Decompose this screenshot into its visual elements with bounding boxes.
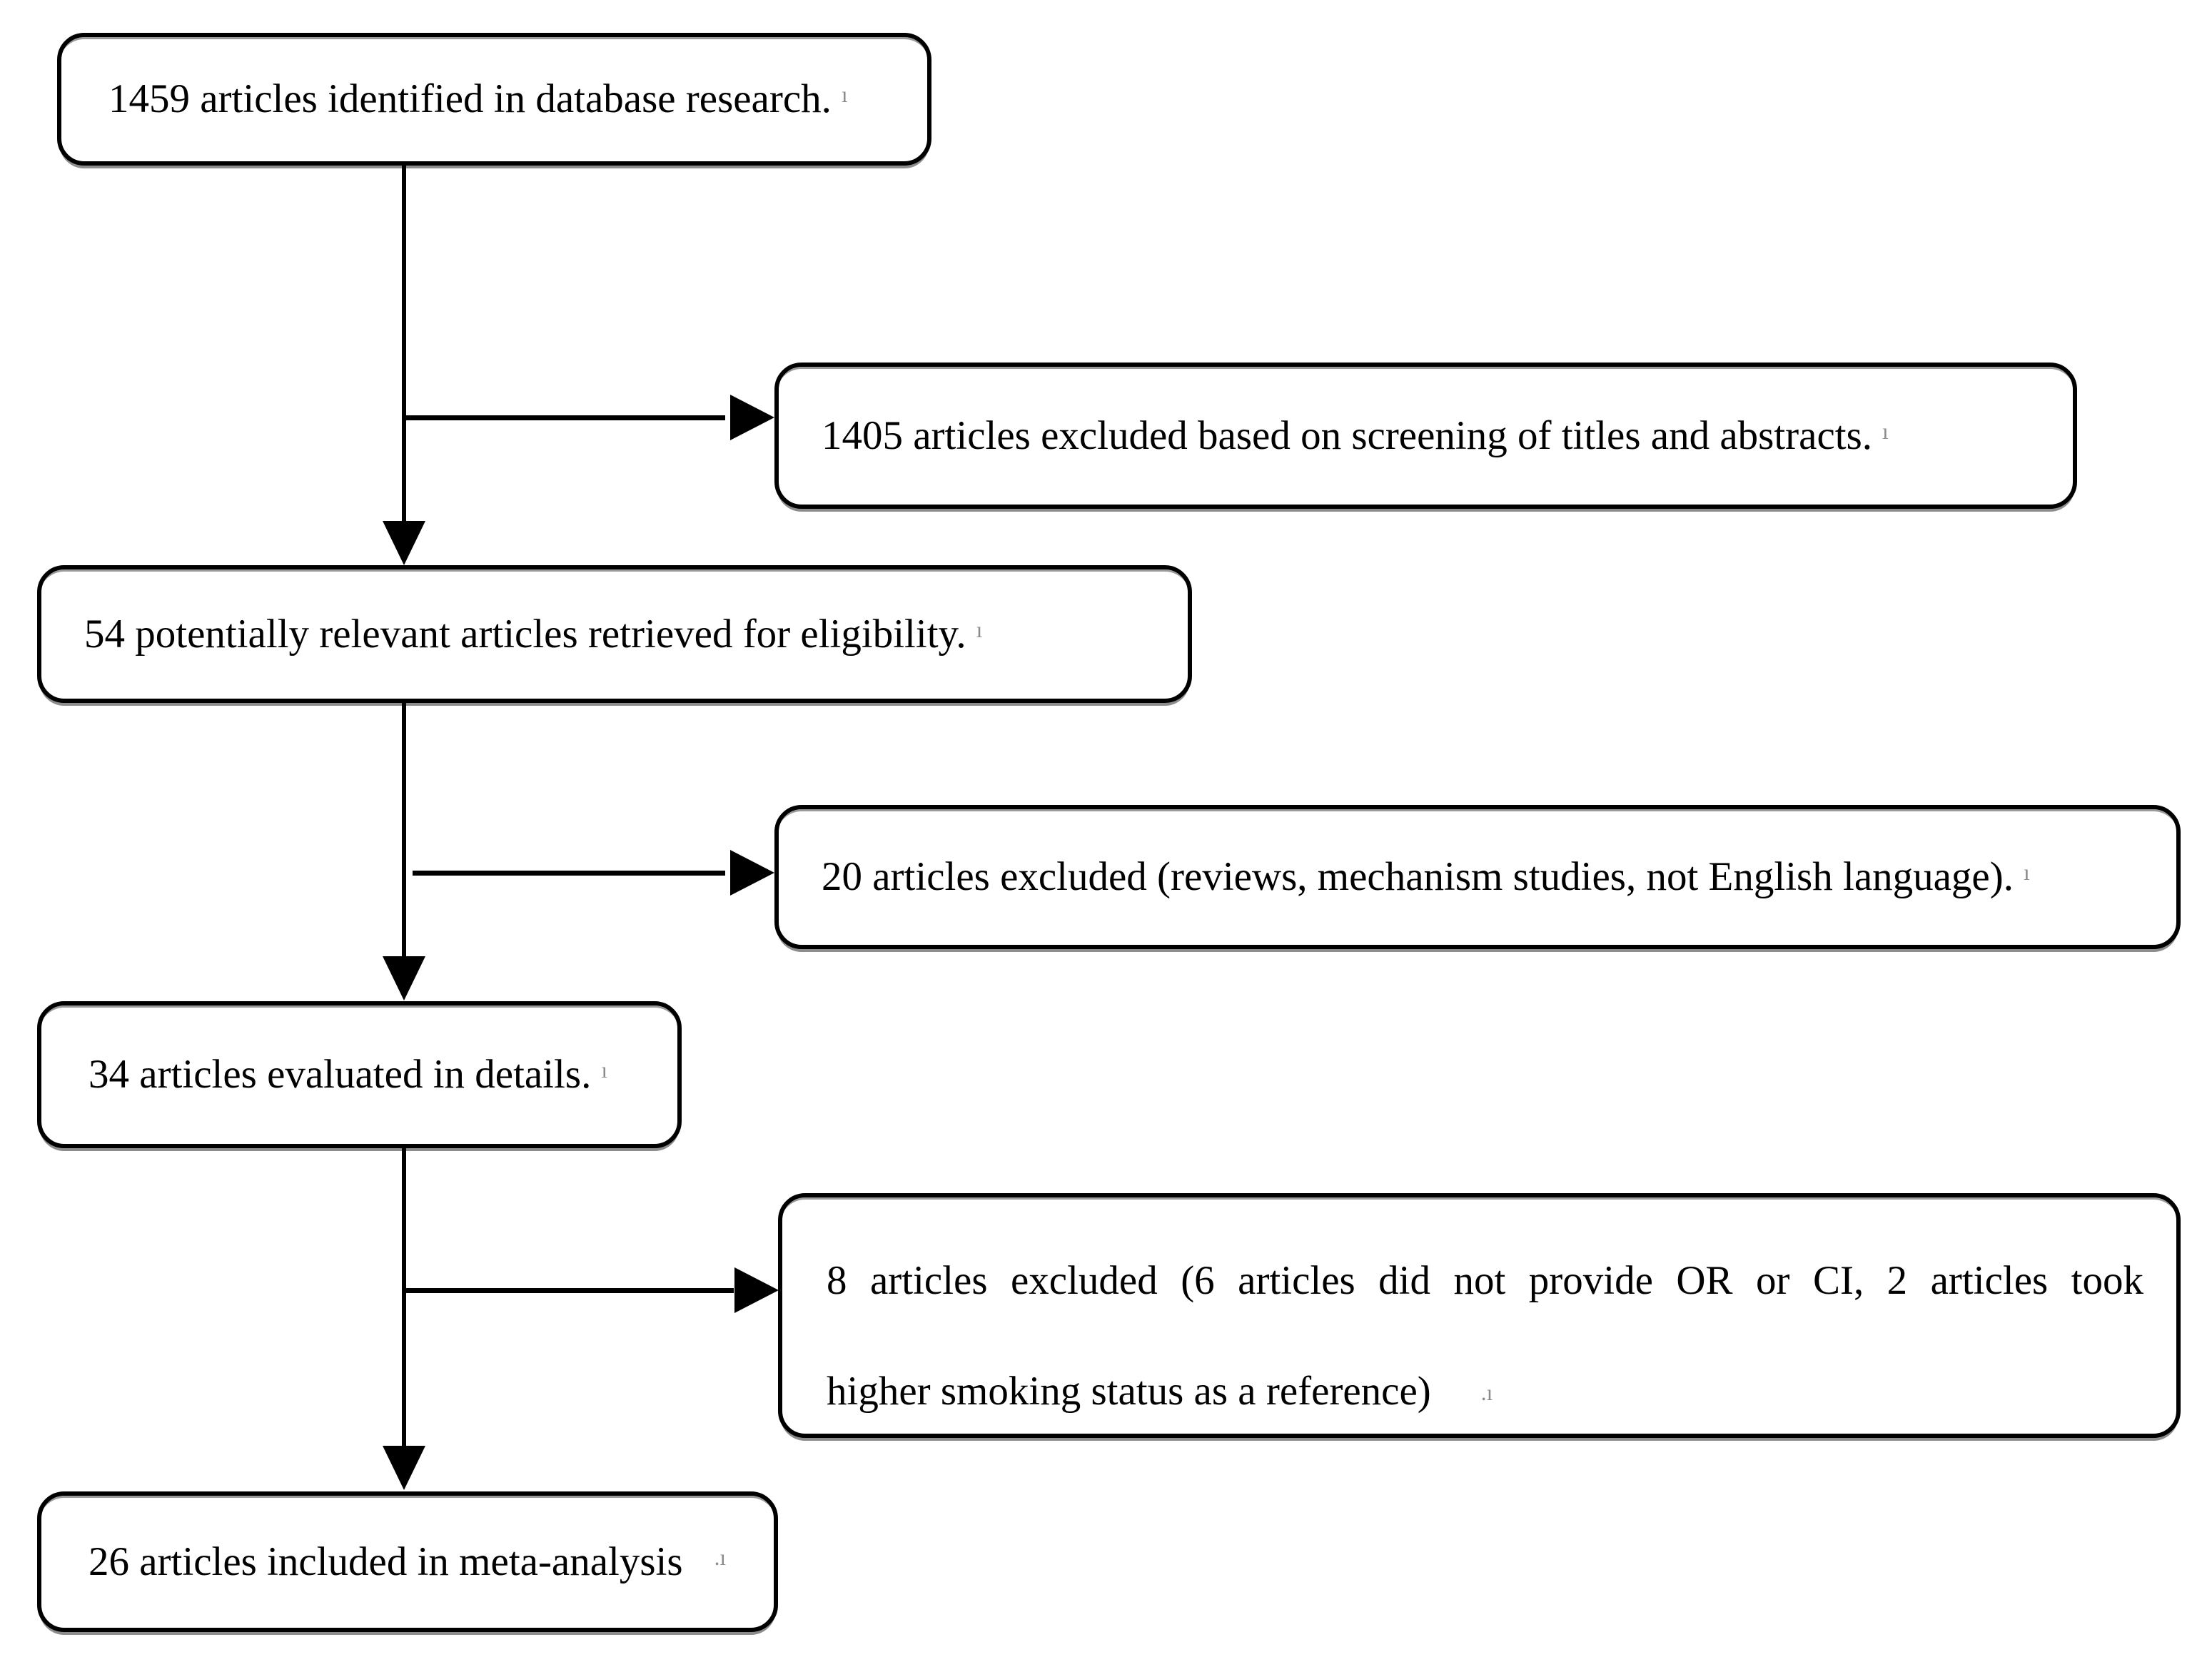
arrowhead-down-retrieved: [383, 521, 425, 565]
arrowhead-right-excluded-screening: [730, 395, 774, 440]
paragraph-mark: .ı: [1480, 1380, 1493, 1405]
flow-box-excluded-no-or-ci-line2: higher smoking status as a reference) .ı: [827, 1371, 2143, 1412]
flow-box-excluded-screening: 1405 articles excluded based on screenin…: [774, 363, 2077, 509]
flow-box-excluded-no-or-ci: 8 articles excluded (6 articles did not …: [778, 1193, 2181, 1438]
connector-branch-excluded-reviews: [413, 871, 725, 876]
connector-branch-excluded-no-or-ci: [404, 1288, 734, 1293]
flow-box-excluded-reviews: 20 articles excluded (reviews, mechanism…: [774, 805, 2181, 949]
flow-box-identified-text: 1459 articles identified in database res…: [108, 76, 832, 122]
paragraph-mark: ı: [841, 82, 848, 108]
flow-box-included-text: 26 articles included in meta-analysis: [89, 1539, 683, 1584]
flow-box-evaluated-text: 34 articles evaluated in details.: [89, 1052, 592, 1098]
paragraph-mark: ı: [601, 1058, 608, 1083]
flow-box-evaluated: 34 articles evaluated in details. ı: [37, 1001, 682, 1148]
connector-branch-excluded-screening: [404, 415, 725, 420]
paragraph-mark: ı: [1882, 418, 1889, 444]
arrowhead-right-excluded-reviews: [730, 850, 774, 896]
paragraph-mark: ı: [2023, 860, 2030, 886]
arrowhead-right-excluded-no-or-ci: [734, 1267, 779, 1313]
flow-box-excluded-no-or-ci-line1: 8 articles excluded (6 articles did not …: [827, 1258, 2143, 1303]
connector-identified-to-retrieved: [402, 166, 406, 524]
flow-box-excluded-no-or-ci-line2-text: higher smoking status as a reference): [827, 1369, 1431, 1414]
arrowhead-down-evaluated: [383, 956, 425, 1000]
paragraph-mark: .ı: [714, 1544, 727, 1570]
connector-retrieved-to-evaluated: [402, 703, 406, 958]
flow-box-identified: 1459 articles identified in database res…: [57, 33, 931, 166]
flow-box-included: 26 articles included in meta-analysis .ı: [37, 1491, 778, 1632]
flow-box-excluded-reviews-text: 20 articles excluded (reviews, mechanism…: [822, 854, 2014, 900]
flow-box-excluded-screening-text: 1405 articles excluded based on screenin…: [822, 412, 1873, 458]
paragraph-mark: ı: [976, 617, 983, 642]
arrowhead-down-included: [383, 1446, 425, 1490]
flow-box-retrieved-text: 54 potentially relevant articles retriev…: [84, 611, 966, 657]
flow-box-retrieved: 54 potentially relevant articles retriev…: [37, 565, 1192, 703]
connector-evaluated-to-included: [402, 1148, 406, 1448]
